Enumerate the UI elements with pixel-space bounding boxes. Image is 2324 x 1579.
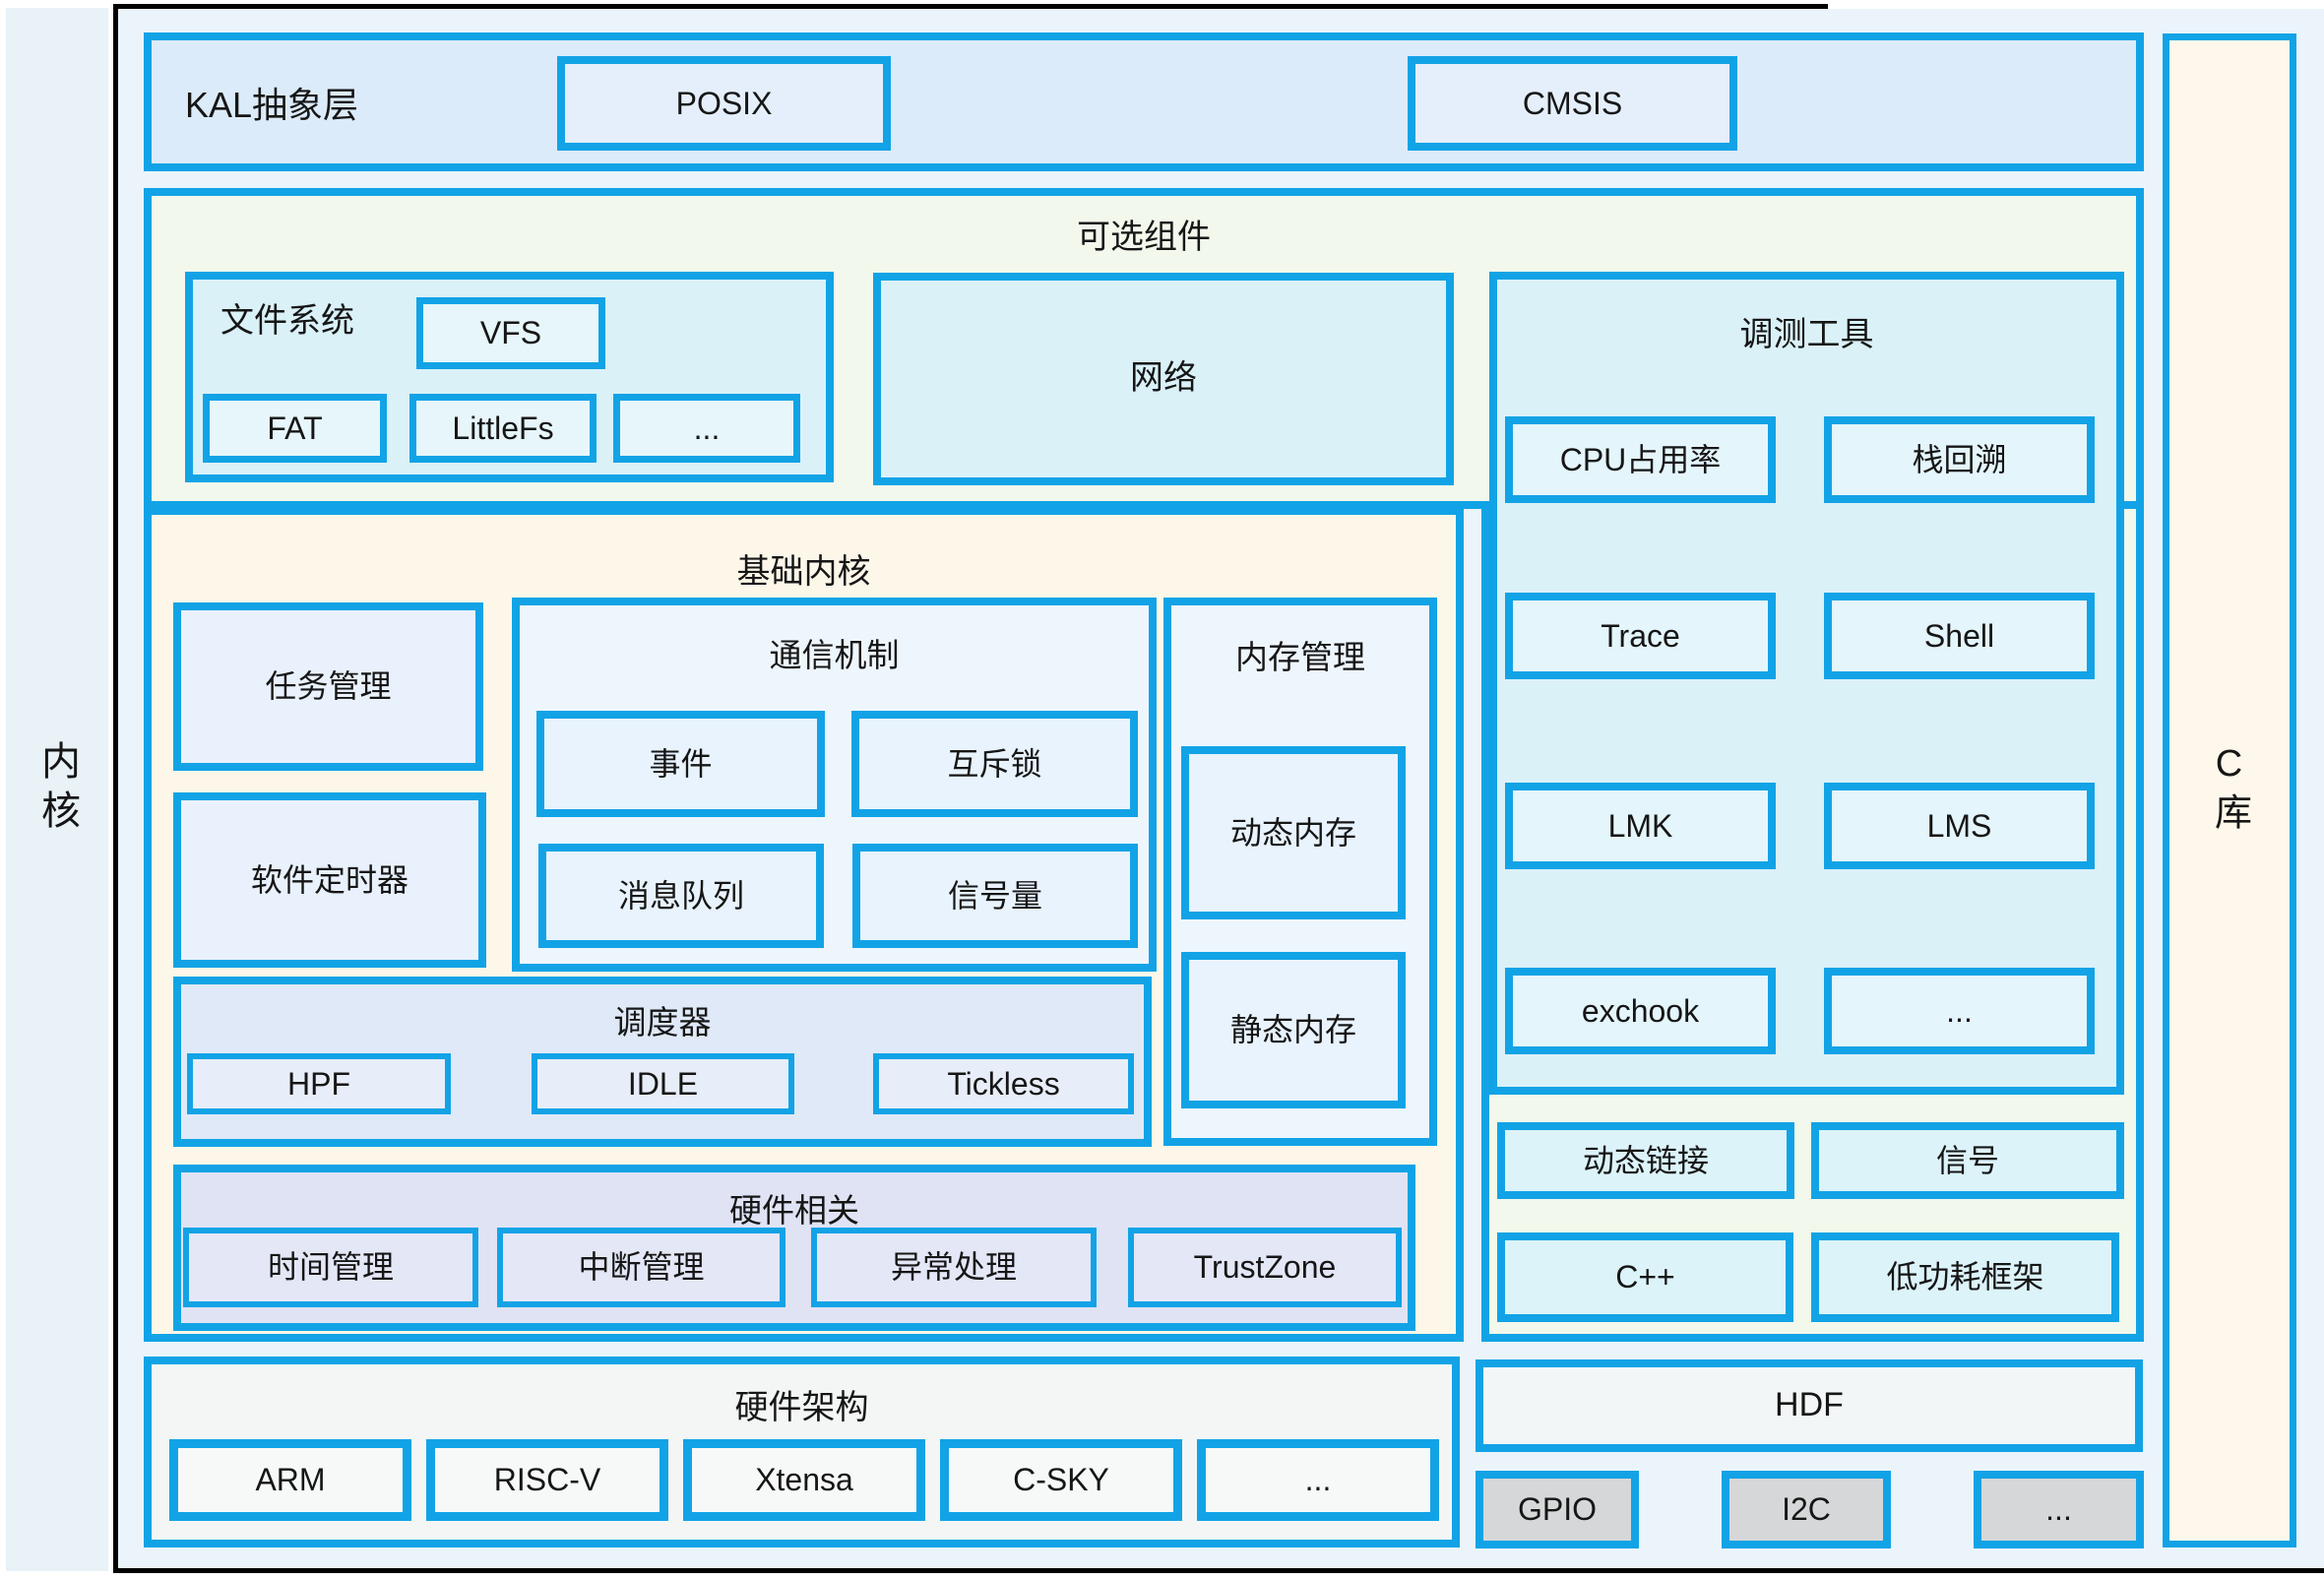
idle-box: IDLE xyxy=(532,1053,794,1114)
csky-box: C-SKY xyxy=(940,1439,1182,1521)
dynamic-memory-box: 动态内存 xyxy=(1181,746,1406,919)
filesystem-more-box: ... xyxy=(613,394,800,463)
hdf-more-box: ... xyxy=(1974,1471,2144,1548)
i2c-box: I2C xyxy=(1722,1471,1891,1548)
low-power-framework-box: 低功耗框架 xyxy=(1811,1232,2119,1322)
vfs-box: VFS xyxy=(416,297,605,369)
trace-box: Trace xyxy=(1505,593,1776,679)
optional-components-title: 可选组件 xyxy=(1077,219,1211,256)
memory-title: 内存管理 xyxy=(1235,639,1365,675)
memory-panel: 内存管理 动态内存 静态内存 xyxy=(1163,598,1437,1146)
exchook-box: exchook xyxy=(1505,968,1776,1054)
kernel-sidebar: 内核 xyxy=(6,8,108,1571)
hardware-architecture-box: 硬件架构 ARM RISC-V Xtensa C-SKY ... xyxy=(144,1357,1460,1547)
core-kernel-box: 基础内核 任务管理 软件定时器 通信机制 事件 互斥锁 消息队列 信号量 内存管… xyxy=(144,507,1464,1342)
ipc-title: 通信机制 xyxy=(769,637,900,673)
clib-sidebar: C库 xyxy=(2163,33,2296,1547)
core-kernel-title: 基础内核 xyxy=(736,553,871,591)
kernel-sidebar-label: 内核 xyxy=(35,740,79,839)
debug-tools-title: 调测工具 xyxy=(1739,316,1874,353)
hardware-architecture-title: 硬件架构 xyxy=(734,1389,869,1426)
static-memory-box: 静态内存 xyxy=(1181,952,1406,1108)
cpu-usage-box: CPU占用率 xyxy=(1505,416,1776,503)
clib-sidebar-label: C库 xyxy=(2208,743,2250,838)
filesystem-box: 文件系统 VFS FAT LittleFs ... xyxy=(185,272,834,482)
signal-box: 信号 xyxy=(1811,1122,2124,1199)
frame-border-top xyxy=(113,4,1828,9)
stack-backtrace-box: 栈回溯 xyxy=(1824,416,2095,503)
fat-box: FAT xyxy=(203,394,387,463)
ipc-message-queue-box: 消息队列 xyxy=(538,844,824,948)
lms-box: LMS xyxy=(1824,783,2095,869)
exception-handling-box: 异常处理 xyxy=(811,1228,1097,1307)
shell-box: Shell xyxy=(1824,593,2095,679)
dynamic-link-box: 动态链接 xyxy=(1497,1122,1794,1199)
filesystem-title: 文件系统 xyxy=(220,302,354,340)
frame-border-bottom xyxy=(113,1568,2324,1573)
cpp-box: C++ xyxy=(1497,1232,1793,1322)
hdf-box: HDF xyxy=(1476,1359,2143,1452)
tickless-box: Tickless xyxy=(873,1053,1134,1114)
gpio-box: GPIO xyxy=(1476,1471,1639,1548)
hardware-related-panel: 硬件相关 时间管理 中断管理 异常处理 TrustZone xyxy=(173,1165,1415,1331)
ipc-semaphore-box: 信号量 xyxy=(852,844,1138,948)
ipc-mutex-box: 互斥锁 xyxy=(851,711,1138,817)
debug-tools-box: 调测工具 CPU占用率 栈回溯 Trace Shell LMK LMS exch… xyxy=(1489,272,2124,1095)
riscv-box: RISC-V xyxy=(426,1439,668,1521)
ipc-panel: 通信机制 事件 互斥锁 消息队列 信号量 xyxy=(512,598,1157,972)
cmsis-box: CMSIS xyxy=(1408,56,1737,151)
hardware-related-title: 硬件相关 xyxy=(729,1192,859,1229)
interrupt-management-box: 中断管理 xyxy=(497,1228,785,1307)
frame-border-left xyxy=(113,4,118,1573)
network-box: 网络 xyxy=(873,273,1454,485)
xtensa-box: Xtensa xyxy=(683,1439,925,1521)
kal-layer-box: KAL抽象层 POSIX CMSIS xyxy=(144,32,2144,171)
arch-more-box: ... xyxy=(1197,1439,1439,1521)
scheduler-panel: 调度器 HPF IDLE Tickless xyxy=(173,977,1152,1147)
task-management-box: 任务管理 xyxy=(173,602,483,771)
ipc-event-box: 事件 xyxy=(536,711,825,817)
software-timer-box: 软件定时器 xyxy=(173,792,486,968)
time-management-box: 时间管理 xyxy=(183,1228,478,1307)
kal-layer-title: KAL抽象层 xyxy=(185,84,359,125)
debug-more-box: ... xyxy=(1824,968,2095,1054)
trustzone-box: TrustZone xyxy=(1128,1228,1402,1307)
scheduler-title: 调度器 xyxy=(613,1004,712,1041)
posix-box: POSIX xyxy=(557,56,891,151)
hpf-box: HPF xyxy=(187,1053,451,1114)
littlefs-box: LittleFs xyxy=(409,394,597,463)
lmk-box: LMK xyxy=(1505,783,1776,869)
arm-box: ARM xyxy=(169,1439,411,1521)
